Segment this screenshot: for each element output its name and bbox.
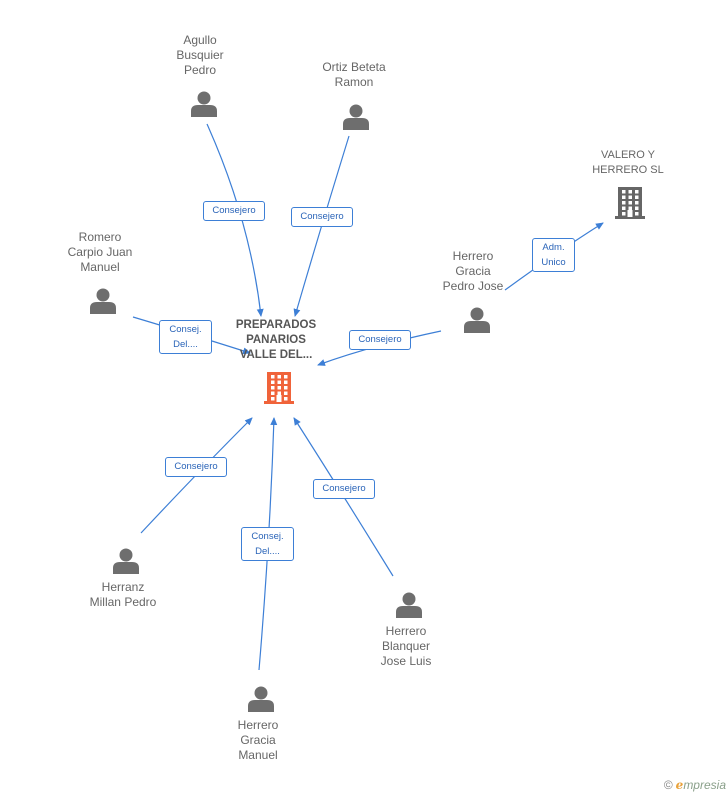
edge-label-line: Consej. <box>169 324 202 335</box>
edge-label-agullo-to-center[interactable]: Consejero <box>203 201 265 221</box>
edge-label-line: Consej. <box>251 531 284 542</box>
edge-label-ortiz-to-center[interactable]: Consejero <box>291 207 353 227</box>
edge-label-romero-to-center[interactable]: Consej. Del.... <box>159 320 212 354</box>
related-company-building-icon[interactable] <box>615 187 645 219</box>
edge-label-herrero_pedro-to-center[interactable]: Consejero <box>349 330 411 350</box>
label-line: PREPARADOS <box>235 319 317 331</box>
edge-label-line: Consejero <box>174 461 218 472</box>
edge-label-line: Consejero <box>322 483 366 494</box>
label-line: Herrero <box>237 718 279 732</box>
label-line: Ortiz Beteta <box>322 60 386 74</box>
label-line: Manuel <box>238 748 278 762</box>
edge-label-herranz-to-center[interactable]: Consejero <box>165 457 227 477</box>
label-line: Gracia <box>240 733 276 747</box>
copyright-symbol: © <box>663 778 673 792</box>
edge-label-line: Del.... <box>255 546 280 557</box>
brand-name: mpresia <box>683 778 726 792</box>
center-company-label[interactable]: PREPARADOS PANARIOS VALLE DEL... <box>221 318 331 363</box>
label-line: Agullo <box>183 33 217 47</box>
edge-label-line: Adm. <box>542 242 565 253</box>
label-line: Gracia <box>455 264 491 278</box>
label-line: Busquier <box>176 48 224 62</box>
edge-label-line: Consejero <box>212 205 256 216</box>
person-icon-agullo[interactable] <box>191 91 217 118</box>
edge-label-herrero_jose-to-center[interactable]: Consejero <box>313 479 375 499</box>
edge-label-line: Consejero <box>300 211 344 222</box>
label-line: Manuel <box>80 260 120 274</box>
label-line: Herrero <box>452 249 494 263</box>
label-line: Ramon <box>334 75 374 89</box>
related-company-label[interactable]: VALERO Y HERRERO SL <box>578 148 678 178</box>
label-line: Pedro <box>183 63 217 77</box>
brand-initial: e <box>675 778 684 792</box>
center-company-building-icon[interactable] <box>264 372 294 404</box>
label-line: Herrero <box>385 624 427 638</box>
person-icon-herranz[interactable] <box>113 548 139 575</box>
label-line: Herranz <box>101 580 145 594</box>
label-line: HERRERO SL <box>592 164 664 176</box>
label-line: Jose Luis <box>380 654 432 668</box>
edge-label-herrero_pedro-to-company[interactable]: Adm. Unico <box>532 238 575 272</box>
label-line: Blanquer <box>381 639 431 653</box>
edge-label-line: Consejero <box>358 334 402 345</box>
edge-label-line: Unico <box>541 257 566 268</box>
label-line: PANARIOS <box>246 334 306 346</box>
label-line: Millan Pedro <box>89 595 157 609</box>
person-icon-romero[interactable] <box>90 288 116 315</box>
empresia-logo: ©empresia <box>664 778 726 792</box>
edge-label-herrero_manuel-to-center[interactable]: Consej. Del.... <box>241 527 294 561</box>
person-icon-herrero-pedro[interactable] <box>464 307 490 334</box>
label-line: Pedro Jose <box>442 279 504 293</box>
label-line: Carpio Juan <box>67 245 133 259</box>
label-line: Romero <box>78 230 122 244</box>
edge-ortiz-to-center <box>293 135 350 317</box>
person-icon-herrero-manuel[interactable] <box>248 686 274 713</box>
edge-label-line: Del.... <box>173 339 198 350</box>
person-icon-ortiz[interactable] <box>343 104 369 131</box>
label-line: VALLE DEL... <box>239 349 313 361</box>
person-icon-herrero-jose[interactable] <box>396 592 422 619</box>
nodes-layer <box>90 91 645 713</box>
label-line: VALERO Y <box>600 149 655 161</box>
